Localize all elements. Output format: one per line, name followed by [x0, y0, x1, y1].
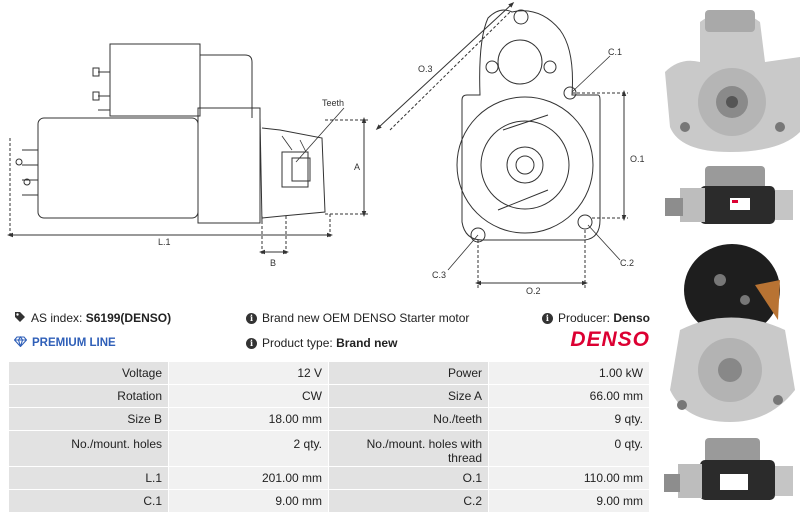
info-icon: i: [246, 337, 257, 349]
denso-logo: DENSO: [570, 328, 650, 351]
front-view-drawing: [375, 1, 628, 288]
spec-value: 12 V: [169, 362, 329, 385]
spec-value: 9 qty.: [489, 408, 650, 431]
spec-label: L.1: [9, 467, 169, 490]
spec-value: 1.00 kW: [489, 362, 650, 385]
as-index-label: AS index:: [31, 311, 83, 325]
table-row: Size B 18.00 mm No./teeth 9 qty.: [9, 408, 650, 431]
spec-value: 66.00 mm: [489, 385, 650, 408]
spec-value: CW: [169, 385, 329, 408]
label-c3: C.3: [432, 270, 446, 280]
table-row: Voltage 12 V Power 1.00 kW: [9, 362, 650, 385]
as-index-value: S6199(DENSO): [85, 311, 172, 325]
diamond-icon: [13, 336, 28, 350]
info-row-1: AS index: S6199(DENSO) i Brand new OEM D…: [14, 309, 654, 327]
label-b: B: [270, 258, 276, 268]
spec-label: Size B: [9, 408, 169, 431]
photo-rear-view[interactable]: [660, 240, 800, 425]
description: i Brand new OEM DENSO Starter motor: [246, 309, 469, 327]
producer-value: Denso: [613, 311, 650, 325]
specs-table: Voltage 12 V Power 1.00 kW Rotation CW S…: [9, 362, 650, 513]
premium-line-text: PREMIUM LINE: [32, 337, 116, 349]
product-type-value: Brand new: [336, 336, 398, 350]
side-view-drawing: [7, 43, 370, 256]
spec-label: No./mount. holes: [9, 431, 169, 467]
spec-label: Voltage: [9, 362, 169, 385]
info-row-2: PREMIUM LINE i Product type: Brand new: [13, 334, 654, 352]
spec-label: Power: [329, 362, 489, 385]
label-a: A: [354, 162, 360, 172]
producer: i Producer: Denso: [541, 309, 650, 327]
producer-label: Producer:: [557, 311, 610, 325]
photo-side-view[interactable]: [660, 158, 800, 230]
product-photos: [660, 0, 800, 523]
product-info: AS index: S6199(DENSO) i Brand new OEM D…: [13, 306, 654, 356]
label-c1: C.1: [608, 47, 622, 57]
product-type: i Product type: Brand new: [246, 334, 397, 352]
info-icon: i: [541, 312, 553, 324]
tag-icon: [14, 311, 26, 326]
photo-side-view-2[interactable]: [660, 432, 800, 512]
spec-label: No./teeth: [329, 408, 489, 431]
spec-label: C.1: [9, 490, 169, 513]
spec-value: 0 qty.: [489, 431, 650, 467]
label-o3: O.3: [418, 64, 433, 74]
technical-drawings: Teeth A B L.1 O.3 C.1 O.1 C.3 C.2 O.2: [7, 1, 645, 296]
spec-label: O.1: [329, 467, 489, 490]
spec-value: 9.00 mm: [489, 490, 650, 513]
spec-label: Rotation: [9, 385, 169, 408]
premium-line[interactable]: PREMIUM LINE: [13, 334, 116, 352]
spec-value: 9.00 mm: [169, 490, 329, 513]
spec-value: 110.00 mm: [489, 467, 650, 490]
label-c2: C.2: [620, 258, 634, 268]
spec-label: C.2: [329, 490, 489, 513]
label-l1: L.1: [158, 237, 171, 247]
label-o2: O.2: [526, 286, 541, 296]
spec-label: No./mount. holes with thread: [329, 431, 489, 467]
spec-value: 2 qty.: [169, 431, 329, 467]
description-text: Brand new OEM DENSO Starter motor: [262, 311, 470, 325]
photo-front-view[interactable]: [660, 2, 800, 157]
label-o1: O.1: [630, 154, 645, 164]
spec-label: Size A: [329, 385, 489, 408]
label-teeth: Teeth: [322, 98, 344, 108]
spec-value: 18.00 mm: [169, 408, 329, 431]
info-icon: i: [246, 312, 257, 324]
product-type-label: Product type:: [262, 336, 333, 350]
table-row: Rotation CW Size A 66.00 mm: [9, 385, 650, 408]
table-row: C.1 9.00 mm C.2 9.00 mm: [9, 490, 650, 513]
table-row: No./mount. holes 2 qty. No./mount. holes…: [9, 431, 650, 467]
as-index: AS index: S6199(DENSO): [14, 309, 171, 327]
spec-value: 201.00 mm: [169, 467, 329, 490]
table-row: L.1 201.00 mm O.1 110.00 mm: [9, 467, 650, 490]
